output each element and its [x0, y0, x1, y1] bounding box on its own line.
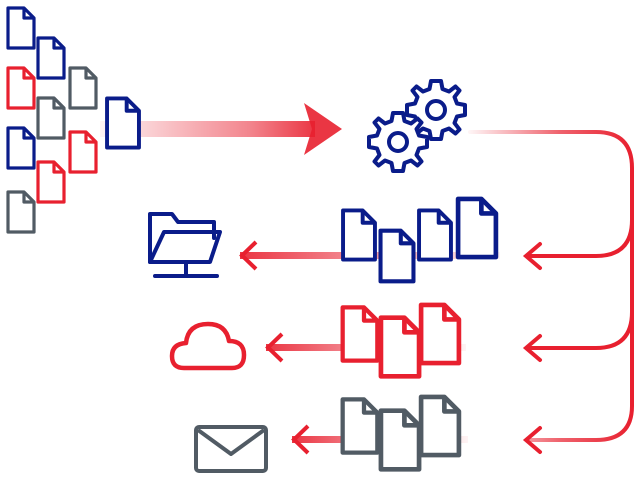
document-icon: [68, 130, 98, 174]
document-icon: [107, 98, 139, 147]
flow-row-blue: [239, 199, 500, 282]
distribution-curves: [468, 130, 634, 454]
document-icon: [6, 190, 36, 234]
document-icon: [343, 399, 378, 452]
document-icon: [343, 307, 378, 360]
document-icon: [6, 66, 36, 110]
intake-arrow: [100, 103, 342, 155]
document-icon: [6, 126, 36, 170]
document-icon: [381, 318, 419, 377]
flow-row-gray: [291, 397, 468, 470]
flow-row-red: [265, 305, 466, 377]
source-document-stack: [6, 6, 98, 234]
document-icon: [6, 6, 36, 50]
document-icon: [421, 397, 459, 455]
document-icon: [36, 160, 66, 204]
gears-icon: [367, 79, 467, 173]
document-icon: [458, 199, 496, 257]
document-icon: [68, 66, 98, 110]
flow-arrowhead: [291, 424, 310, 455]
network-folder-icon: [148, 212, 222, 278]
envelope-icon: [194, 425, 268, 473]
flow-arrowhead: [239, 240, 258, 271]
document-icon: [36, 36, 66, 80]
document-icon: [343, 210, 375, 259]
document-icon: [421, 305, 459, 363]
document-icon: [381, 231, 414, 282]
flow-arrowhead: [265, 332, 284, 363]
gear-icon: [367, 111, 429, 173]
cloud-icon: [169, 321, 247, 371]
document-icon: [419, 210, 451, 259]
document-icon: [36, 96, 66, 140]
document-icon: [381, 411, 419, 470]
